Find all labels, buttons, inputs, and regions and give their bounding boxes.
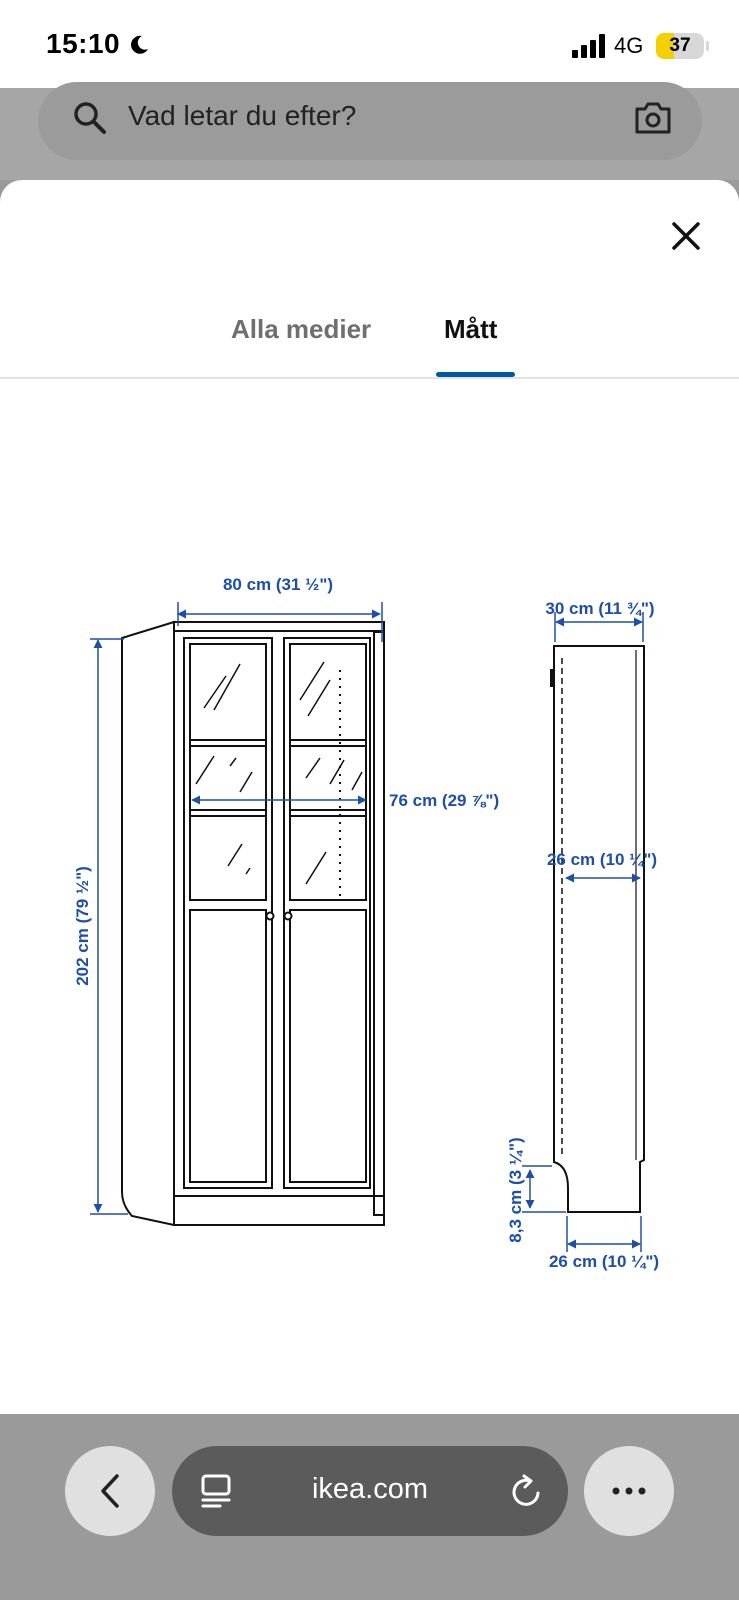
search-input[interactable]: Vad letar du efter? [128,100,357,131]
base-depth-label: 26 cm (10 ¼") [549,1252,659,1271]
reload-icon[interactable] [510,1473,544,1509]
tab-dimensions[interactable]: Mått [444,314,498,344]
more-icon [612,1487,646,1495]
chevron-left-icon [101,1474,119,1508]
url-text: ikea.com [311,1473,429,1505]
back-button[interactable] [65,1446,155,1536]
reader-icon[interactable] [200,1474,232,1508]
close-icon[interactable] [666,216,706,256]
status-bar: 15:10 4G 37 [0,0,739,88]
media-sheet: Alla medier Mått [0,180,739,1414]
network-type: 4G [614,33,644,58]
status-time: 15:10 [46,28,121,59]
side-cabinet [550,645,645,1213]
battery-level: 37 [669,35,691,56]
camera-icon[interactable] [634,100,672,136]
depth-label: 30 cm (11 ¾") [545,599,654,618]
address-bar[interactable]: ikea.com [172,1446,568,1536]
search-bar[interactable]: Vad letar du efter? [38,82,702,160]
search-area: Vad letar du efter? [0,82,739,180]
width-label: 80 cm (31 ½") [223,575,333,594]
front-cabinet [121,620,385,1227]
browser-toolbar: ikea.com [0,1414,739,1600]
more-button[interactable] [584,1446,674,1536]
active-tab-indicator [436,372,515,377]
front-dimension-lines [90,602,383,1215]
plinth-height-label: 8,3 cm (3 ¼") [506,1137,525,1242]
dimension-drawing: 80 cm (31 ½") 202 cm (79 ½") 76 cm (29 ⅞… [73,575,659,1271]
tab-divider [0,377,739,379]
inner-depth-label: 26 cm (10 ¼") [547,850,657,869]
battery-fill [656,33,674,59]
signal-icon [572,34,605,58]
search-icon [74,102,106,134]
moon-icon [131,35,148,54]
tab-all-media[interactable]: Alla medier [231,314,372,344]
side-dimension-lines [522,612,644,1252]
height-label: 202 cm (79 ½") [73,866,92,986]
battery-icon: 37 [656,33,704,59]
battery-nub [706,41,709,51]
inner-width-label: 76 cm (29 ⅞") [389,791,499,810]
